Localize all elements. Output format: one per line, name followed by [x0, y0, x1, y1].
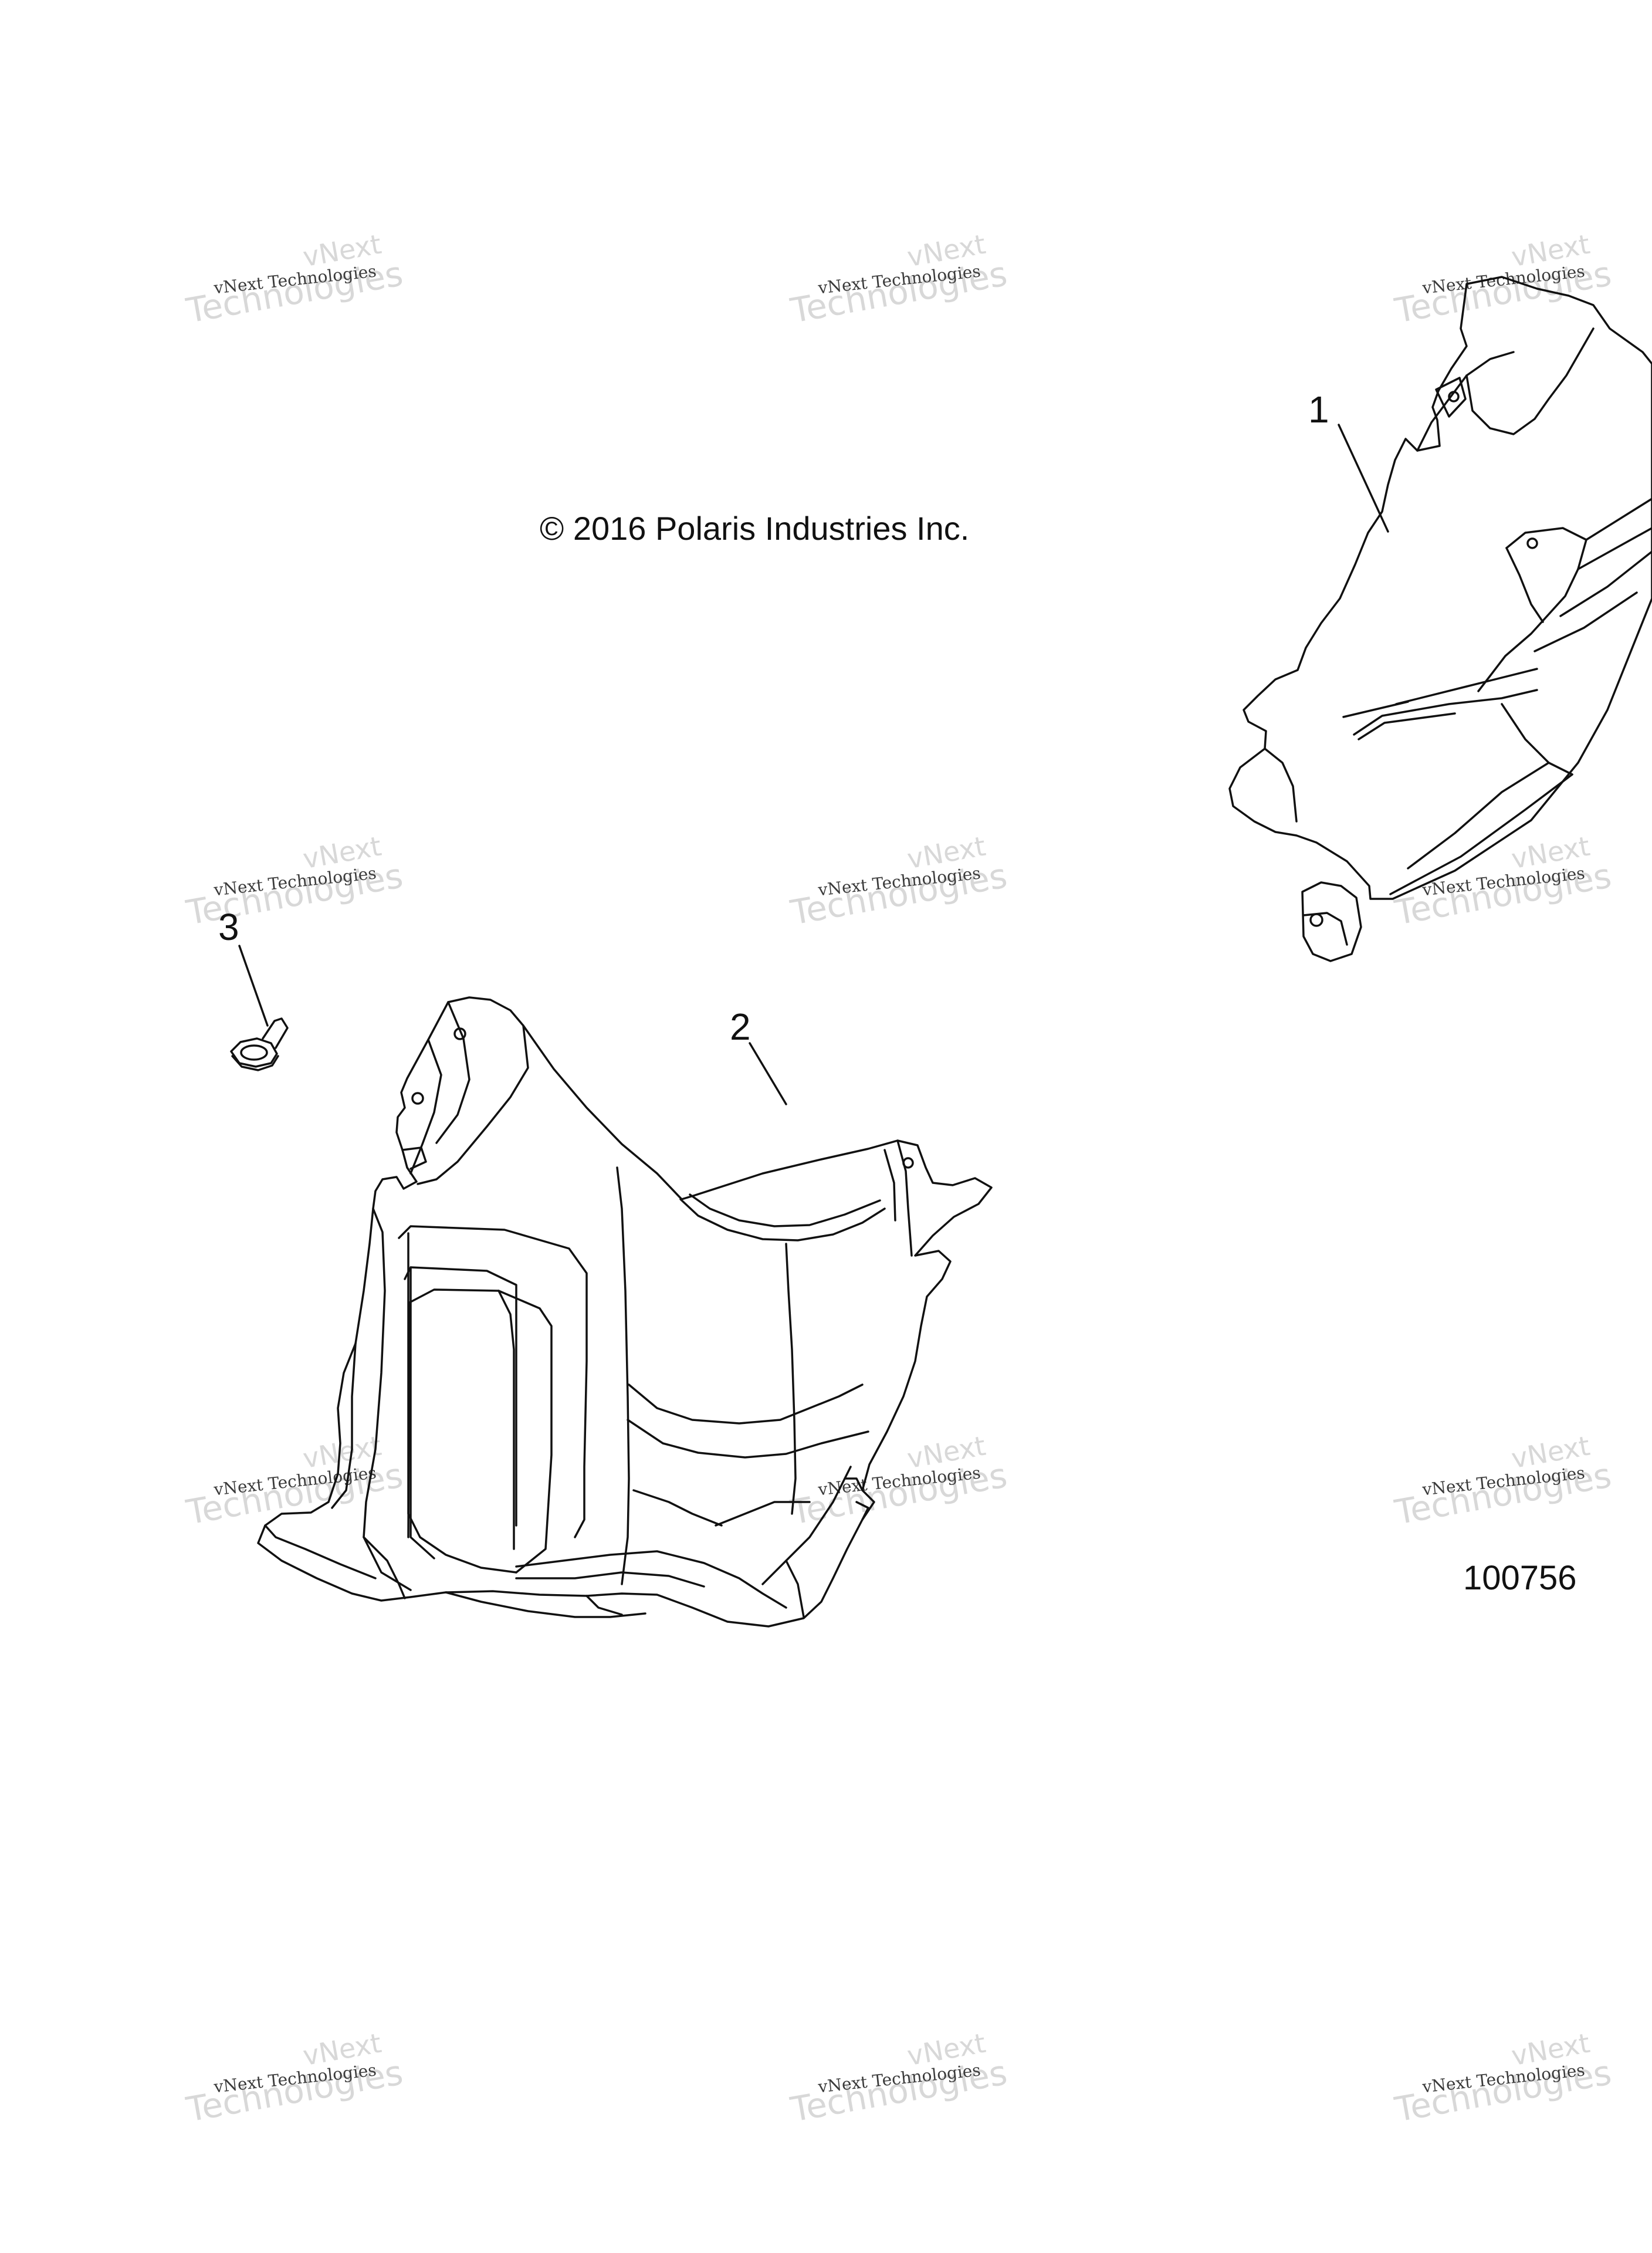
part-1-hole [1448, 391, 1460, 402]
part-3-fastener [230, 1017, 289, 1071]
part-2-recess [407, 1232, 517, 1574]
part-2-notch [855, 1501, 869, 1521]
part-2-flange [417, 1024, 529, 1185]
part-2-bottom-rim [445, 1591, 646, 1618]
callout-part-1: 1 [1308, 388, 1329, 431]
part-2-recess-inner [404, 1266, 517, 1527]
part-1-inner-line [1505, 547, 1544, 623]
figure-number: 100756 [1463, 1559, 1577, 1597]
part-2-left-wall [363, 1207, 412, 1591]
part-2-left-wall [363, 1536, 406, 1599]
part-2-bottom [785, 1559, 805, 1618]
part-2-flange [435, 1001, 470, 1144]
part-2-hole [453, 1027, 466, 1040]
part-3-head-rim [231, 1055, 279, 1071]
part-2-hole [411, 1092, 424, 1105]
part-1-hole [1526, 537, 1538, 549]
part-1-inner-line [1577, 527, 1652, 570]
part-1-inner-line [1342, 701, 1409, 718]
part-1-inner-line [1264, 747, 1298, 823]
part-2-pad [408, 1288, 553, 1574]
part-1-inner-line [1533, 591, 1638, 652]
part-2-lower-panel [257, 996, 993, 1628]
part-2-bottom [715, 1501, 811, 1527]
part-1-tab-top [1435, 377, 1467, 418]
part-2-curve [883, 1149, 896, 1222]
part-2-bottom-rim [585, 1595, 623, 1616]
part-1-inner-line [1585, 498, 1652, 541]
part-2-band [628, 1383, 864, 1425]
part-1-inner-line [1416, 351, 1515, 452]
part-2-outline [257, 996, 993, 1628]
copyright-text: © 2016 Polaris Industries Inc. [540, 510, 970, 547]
part-2-flange [409, 1038, 442, 1175]
part-1-hole [1309, 913, 1323, 927]
leader-line-1 [1338, 424, 1389, 533]
part-2-recess-inner [409, 1266, 435, 1559]
part-3-top [240, 1044, 268, 1061]
part-2-bottom [515, 1550, 787, 1609]
part-2-recess [398, 1225, 588, 1538]
part-2-pad [407, 1301, 411, 1538]
part-2-left-wall [331, 1342, 357, 1509]
part-1-boss [1301, 881, 1362, 962]
part-2-notch [844, 1477, 864, 1491]
leader-line-2 [749, 1042, 787, 1105]
leader-line-3 [238, 945, 269, 1027]
part-2-curve [679, 1198, 886, 1241]
part-2-pad [497, 1290, 515, 1550]
part-2-bottom [515, 1571, 705, 1588]
part-1-side-panel [1228, 276, 1652, 962]
part-3-shank [262, 1017, 289, 1049]
part-1-inner-line [1501, 703, 1573, 776]
part-1-inner-line [1559, 550, 1652, 617]
part-1-inner-line [1407, 762, 1550, 870]
part-2-band [627, 1419, 869, 1459]
part-2-center-ridge [616, 1166, 630, 1585]
part-2-curve [896, 1139, 913, 1257]
part-1-inner-line [1395, 668, 1538, 705]
part-2-left-wall [264, 1524, 377, 1579]
part-2-bottom [632, 1489, 723, 1527]
part-2-curve [689, 1193, 881, 1227]
part-1-inner-line [1353, 689, 1538, 736]
part-1-inner-line [1477, 527, 1587, 692]
callout-part-2: 2 [730, 1006, 751, 1048]
part-1-outline [1228, 276, 1652, 900]
part-1-inner-line [1389, 773, 1573, 895]
part-1-inner-line [1358, 712, 1456, 740]
part-3-head [230, 1037, 278, 1068]
part-2-hole [902, 1157, 914, 1169]
part-2-bottom [761, 1466, 852, 1585]
part-1-inner-line [1465, 327, 1595, 435]
part-2-center-ridge [785, 1243, 797, 1515]
part-2-tab-notch [401, 1146, 427, 1170]
callout-part-3: 3 [218, 906, 239, 948]
